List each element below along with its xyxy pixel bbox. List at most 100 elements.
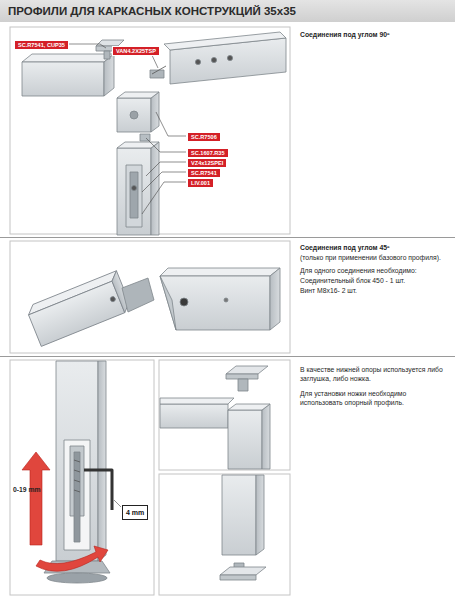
end-cap-corner xyxy=(262,404,270,469)
corner-90-assembly xyxy=(151,142,159,235)
panel-frames xyxy=(10,27,290,595)
end-cap-corner xyxy=(160,404,228,428)
levelling-foot xyxy=(74,490,80,492)
joint-45-assembly xyxy=(26,268,280,346)
dimension: 0-19 mm xyxy=(13,486,53,495)
end-cap-corner xyxy=(226,366,268,374)
joint-45-assembly xyxy=(270,268,280,330)
section-divider xyxy=(0,356,455,357)
description-text: Соединения под углом 45º xyxy=(300,244,450,253)
part-number: SC.R7506 xyxy=(191,134,217,140)
dimension-box: 4 mm xyxy=(122,505,148,520)
end-cap-corner xyxy=(228,410,262,469)
end-cap-corner xyxy=(160,366,270,469)
part-number: LIV.001 xyxy=(191,180,210,186)
adjust-arrow xyxy=(22,452,50,545)
section-divider xyxy=(0,238,455,357)
panel-frames xyxy=(10,360,154,595)
page-title: ПРОФИЛИ ДЛЯ КАРКАСНЫХ КОНСТРУКЦИЙ 35х35 xyxy=(8,5,296,17)
joint-45-assembly xyxy=(160,268,280,276)
levelling-foot xyxy=(74,480,80,482)
corner-90-assembly xyxy=(22,54,114,62)
dimension: 4 mm xyxy=(126,509,144,516)
joint-45-assembly xyxy=(160,276,270,330)
joint-45-assembly xyxy=(160,276,176,330)
levelling-foot xyxy=(64,440,90,550)
part-tag: VAN4.2X25TSP xyxy=(112,46,160,56)
title-bar: ПРОФИЛИ ДЛЯ КАРКАСНЫХ КОНСТРУКЦИЙ 35х35 xyxy=(0,0,455,22)
levelling-foot xyxy=(47,573,107,583)
leader-line xyxy=(114,500,121,507)
description-text: (только при применении базового профиля)… xyxy=(300,254,450,263)
corner-90-assembly xyxy=(195,59,200,64)
part-number: SC.R7541, CUP35 xyxy=(18,42,65,48)
panel-frames xyxy=(159,360,290,470)
part-tag: SC.R7541, CUP35 xyxy=(14,40,69,50)
joint-45-assembly xyxy=(180,298,188,306)
levelling-foot xyxy=(74,460,80,462)
adjust-arrow xyxy=(36,546,108,571)
description-text: Винт М8х16- 2 шт. xyxy=(300,287,450,296)
corner-90-assembly xyxy=(130,172,138,218)
end-cap-bottom xyxy=(220,575,256,580)
description-text: Для одного соединения необходимо: xyxy=(300,267,450,276)
end-cap-corner xyxy=(238,379,248,391)
end-cap-bottom xyxy=(220,475,266,580)
corner-90-assembly xyxy=(126,165,142,227)
part-tag: SC.R7541 xyxy=(187,168,221,178)
corner-90-assembly xyxy=(104,54,114,96)
end-cap-bottom xyxy=(222,475,256,555)
corner-90-assembly xyxy=(132,186,137,191)
part-tag: SC.R7506 xyxy=(187,132,221,142)
joint-45-assembly xyxy=(29,281,125,346)
leader-line xyxy=(114,500,121,507)
corner-90-assembly xyxy=(117,92,159,98)
corner-90-assembly xyxy=(152,66,166,74)
corner-90-assembly xyxy=(227,55,232,60)
leader-line xyxy=(142,182,186,214)
levelling-foot xyxy=(56,361,98,561)
corner-90-assembly xyxy=(22,32,286,235)
section-divider xyxy=(0,237,455,238)
panel-frames xyxy=(10,27,290,234)
part-tag: SC.1607.R35 xyxy=(187,148,229,158)
description-text: В качестве нижней опоры используется либ… xyxy=(300,366,448,384)
end-cap-bottom xyxy=(220,567,266,575)
levelling-foot xyxy=(98,361,106,561)
panel-frames xyxy=(159,474,290,595)
leader-line xyxy=(58,44,186,214)
end-cap-corner xyxy=(228,404,270,410)
end-cap-corner xyxy=(226,374,258,379)
corner-90-assembly xyxy=(140,134,150,141)
corner-90-assembly xyxy=(22,62,104,96)
leader-line xyxy=(156,112,186,136)
description-text: Для установки ножки необходимо использов… xyxy=(300,390,448,408)
corner-90-assembly xyxy=(164,32,286,50)
part-tag: VZ4x12SPEI xyxy=(187,158,227,168)
corner-90-assembly xyxy=(117,98,151,132)
part-number: VAN4.2X25TSP xyxy=(116,48,156,54)
corner-90-assembly xyxy=(117,148,151,235)
joint-45-assembly xyxy=(122,278,154,312)
adjust-arrow xyxy=(22,452,108,571)
part-number: SC.1607.R35 xyxy=(191,150,225,156)
corner-90-assembly xyxy=(130,111,138,119)
joint-45-assembly xyxy=(110,296,117,303)
joint-45-assembly xyxy=(224,298,228,302)
corner-90-assembly xyxy=(151,92,159,132)
part-number: SC.R7541 xyxy=(191,170,217,176)
joint-45-assembly xyxy=(26,271,133,347)
part-tag: LIV.001 xyxy=(187,178,214,188)
corner-90-assembly xyxy=(211,57,216,62)
part-number: VZ4x12SPEI xyxy=(191,160,223,166)
corner-90-assembly xyxy=(104,51,110,59)
description-text: Соединения под углом 90º xyxy=(300,31,450,40)
levelling-foot xyxy=(84,470,112,510)
description-text: Соединительный блок 450 - 1 шт. xyxy=(300,277,450,286)
leader-line xyxy=(146,162,186,176)
leader-line xyxy=(146,138,186,152)
levelling-foot xyxy=(74,470,80,472)
end-cap-corner xyxy=(160,398,234,404)
levelling-foot xyxy=(74,452,80,542)
